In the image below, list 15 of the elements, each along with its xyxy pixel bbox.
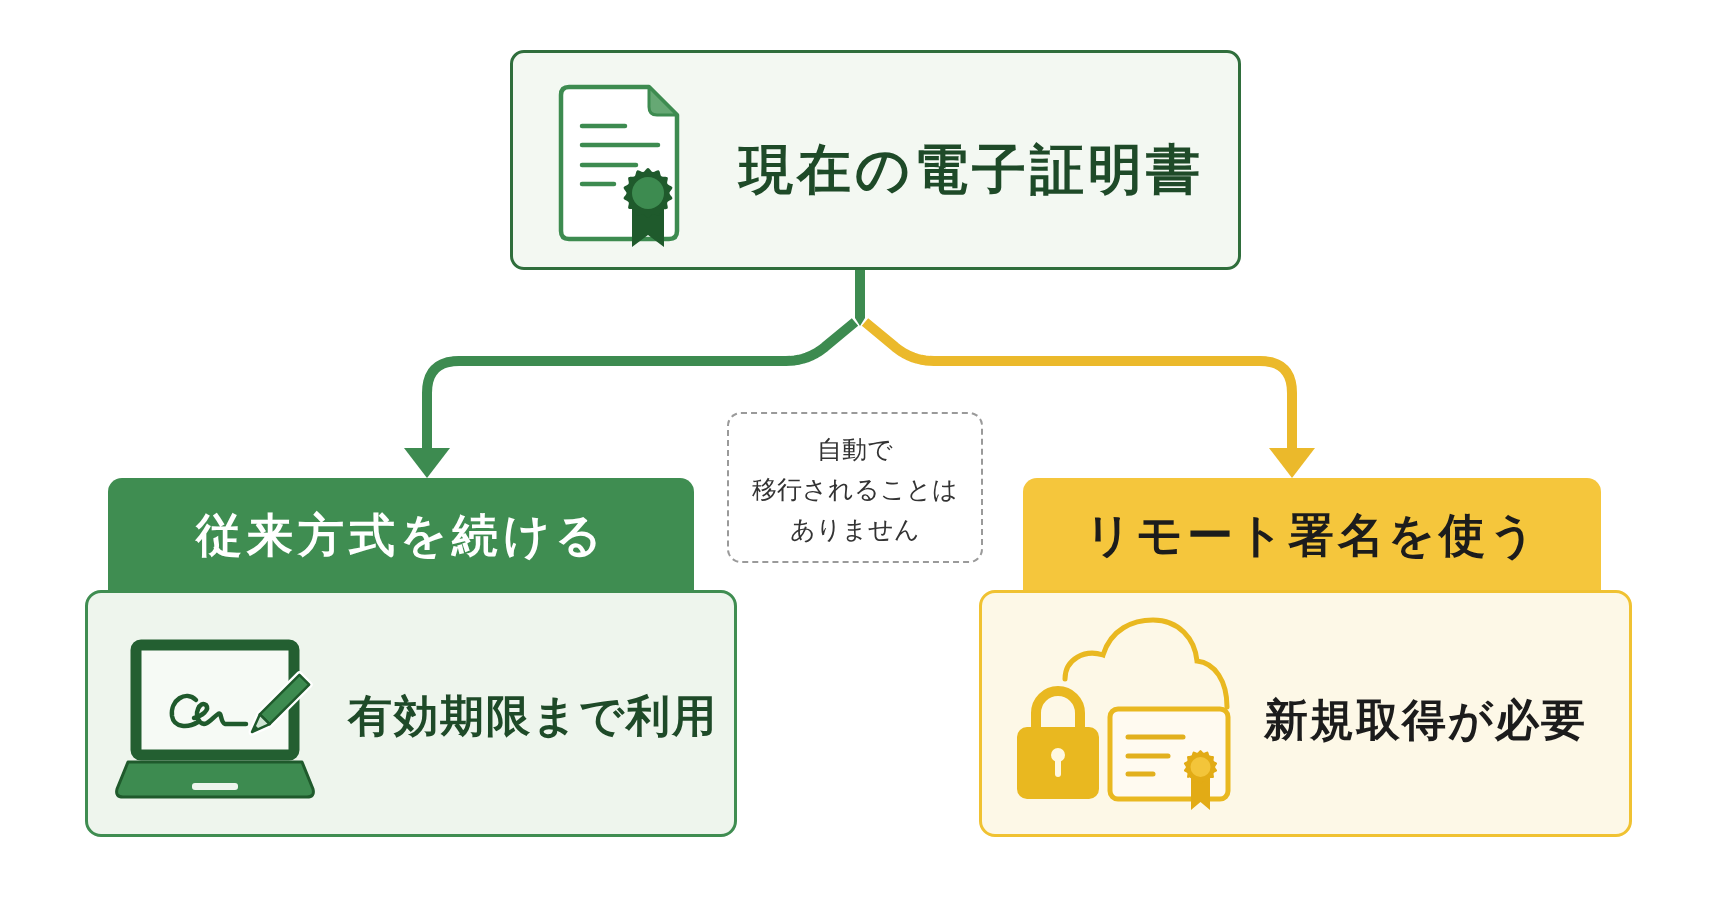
header-tab [108, 478, 694, 592]
connector-line [855, 270, 865, 326]
note-box [727, 412, 983, 563]
box-title: 現在の電子証明書 [739, 137, 1204, 203]
header-label: 従来方式を続ける [195, 508, 607, 564]
note-text: 自動で移行されることはありません [752, 434, 958, 546]
connector-arrow [404, 318, 859, 478]
header-tab [1023, 478, 1601, 592]
connector-arrow [861, 318, 1315, 478]
option-box [85, 590, 737, 837]
box-label: 新規取得が必要 [1264, 693, 1587, 747]
option-box [979, 590, 1632, 837]
start-box [510, 50, 1241, 270]
header-label: リモート署名を使う [1084, 508, 1540, 564]
box-label: 有効期限まで利用 [348, 689, 718, 743]
